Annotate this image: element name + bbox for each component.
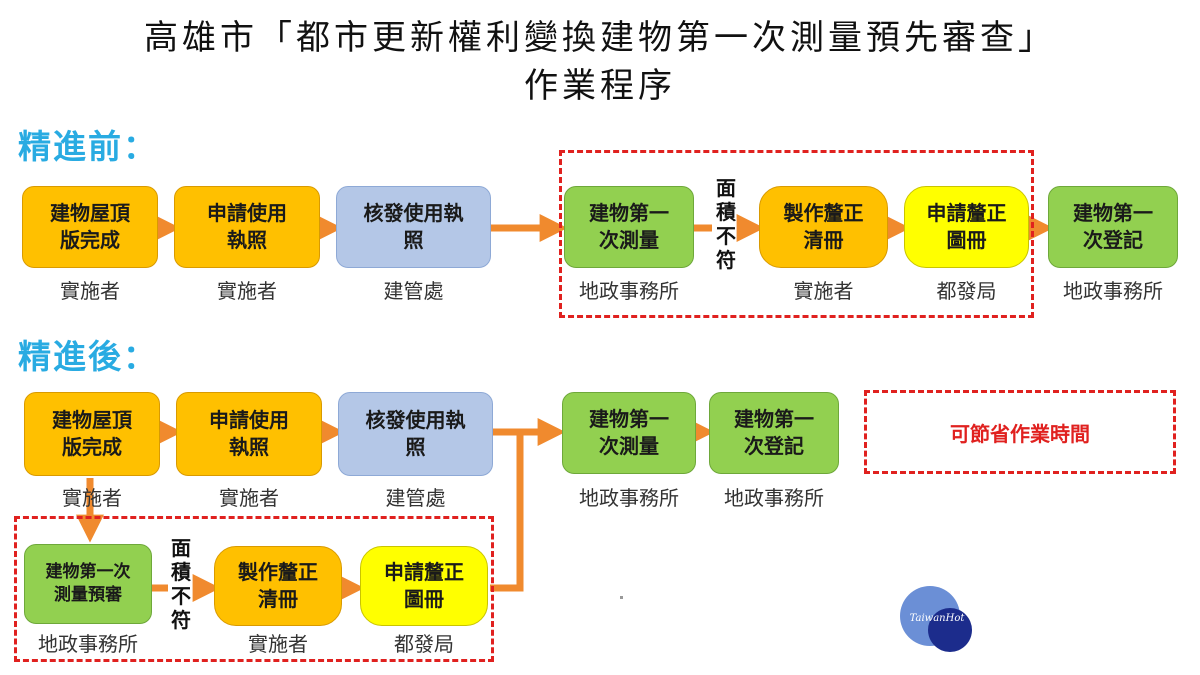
before-step-first-survey: 建物第一 次測量 bbox=[564, 186, 694, 268]
stray-dot bbox=[620, 596, 623, 599]
pre-review-frame bbox=[14, 516, 494, 662]
section-label-after: 精進後： bbox=[18, 337, 158, 376]
after-step-first-survey: 建物第一 次測量 bbox=[562, 392, 696, 474]
after-caption-land-office-2: 地政事務所 bbox=[724, 486, 824, 510]
taiwanhot-logo: TaiwanHot bbox=[900, 586, 974, 652]
before-caption-urban-dev-bureau: 都發局 bbox=[936, 279, 997, 303]
before-caption-land-office-2: 地政事務所 bbox=[1063, 279, 1163, 303]
before-caption-implementer-2: 實施者 bbox=[217, 279, 277, 303]
before-caption-land-office-1: 地政事務所 bbox=[579, 279, 679, 303]
before-caption-implementer-3: 實施者 bbox=[793, 279, 854, 303]
pre-review-mismatch-label: 面 積 不 符 bbox=[171, 536, 191, 632]
before-step-roof-slab: 建物屋頂 版完成 bbox=[22, 186, 158, 268]
section-label-before: 精進前： bbox=[18, 127, 158, 166]
before-caption-building-office: 建管處 bbox=[383, 279, 444, 303]
after-caption-building-office: 建管處 bbox=[385, 486, 446, 510]
after-step-first-registration: 建物第一 次登記 bbox=[709, 392, 839, 474]
page-title: 高雄市「都市更新權利變換建物第一次測量預先審查」 bbox=[144, 18, 1056, 58]
pre-review-step-apply-correction-map: 申請釐正 圖冊 bbox=[360, 546, 488, 626]
logo-text: TaiwanHot bbox=[909, 613, 965, 624]
after-caption-implementer-1: 實施者 bbox=[62, 486, 122, 510]
before-step-apply-correction-map: 申請釐正 圖冊 bbox=[904, 186, 1029, 268]
after-caption-implementer-2: 實施者 bbox=[219, 486, 279, 510]
time-saving-frame bbox=[864, 390, 1176, 474]
before-step-first-registration: 建物第一 次登記 bbox=[1048, 186, 1178, 268]
before-step-correction-list: 製作釐正 清冊 bbox=[759, 186, 888, 268]
arrow-pre-return bbox=[490, 428, 525, 592]
pre-review-caption-land-office: 地政事務所 bbox=[38, 632, 138, 656]
before-caption-implementer-1: 實施者 bbox=[60, 279, 120, 303]
after-caption-land-office-1: 地政事務所 bbox=[579, 486, 679, 510]
pre-review-caption-implementer: 實施者 bbox=[248, 632, 308, 656]
after-step-roof-slab: 建物屋頂 版完成 bbox=[24, 392, 160, 476]
pre-review-caption-urban-dev-bureau: 都發局 bbox=[394, 632, 454, 656]
page-subtitle: 作業程序 bbox=[524, 66, 676, 106]
before-step-apply-permit: 申請使用 執照 bbox=[174, 186, 320, 268]
before-step-issue-permit: 核發使用執 照 bbox=[336, 186, 491, 268]
before-highlight-frame bbox=[559, 150, 1034, 318]
pre-review-step-survey-prereview: 建物第一次 測量預審 bbox=[24, 544, 152, 624]
pre-review-step-correction-list: 製作釐正 清冊 bbox=[214, 546, 342, 626]
after-step-apply-permit: 申請使用 執照 bbox=[176, 392, 322, 476]
time-saving-note: 可節省作業時間 bbox=[950, 421, 1090, 446]
before-mismatch-label: 面 積 不 符 bbox=[716, 176, 736, 272]
after-step-issue-permit: 核發使用執 照 bbox=[338, 392, 493, 476]
